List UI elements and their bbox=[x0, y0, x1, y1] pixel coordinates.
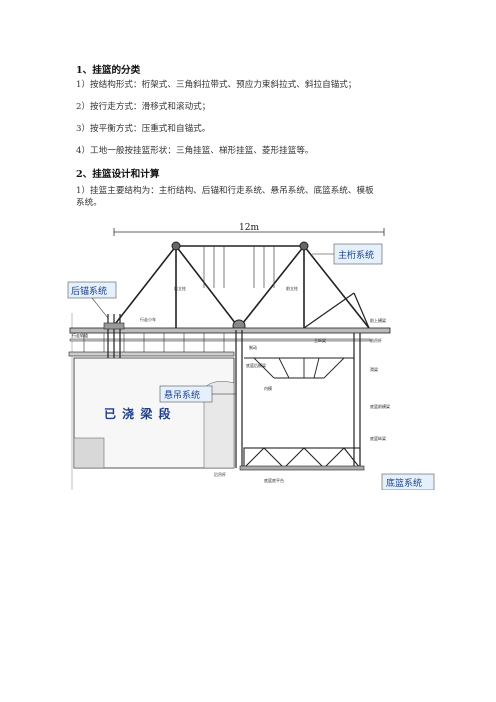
hanging-basket-structure-diagram: 12m 后立柱 前立柱 bbox=[64, 218, 436, 491]
callout-rear-anchor-label: 后锚系统 bbox=[71, 285, 107, 297]
design-body-line-2: 系统。 bbox=[76, 198, 102, 208]
truss-node-right bbox=[299, 241, 309, 251]
callout-bottom-basket-label: 底篮系统 bbox=[386, 477, 422, 489]
design-body-line-1: 1）挂篮主要结构为：主桁结构、后锚和行走系统、悬吊系统、底篮系统、模板 bbox=[76, 186, 374, 196]
rear-anchor-block bbox=[103, 322, 125, 330]
classification-item-1: 1）按结构形式：桁架式、三角斜拉带式、预应力束斜拉式、斜拉自锚式； bbox=[76, 80, 357, 90]
classification-item-3: 3）按平衡方式：压重式和自锚式。 bbox=[76, 124, 211, 134]
label-walk-track: 行走轨道 bbox=[72, 332, 88, 338]
label-front-hanger: 前吊杆 bbox=[370, 337, 382, 343]
mold-system bbox=[244, 357, 354, 379]
walk-track bbox=[69, 338, 371, 342]
label-support: 制动 bbox=[249, 344, 257, 350]
label-bottom-platform: 底篮底平台 bbox=[264, 477, 284, 483]
label-front-post: 前立柱 bbox=[286, 285, 298, 291]
truss-node-left bbox=[171, 241, 181, 251]
classification-item-2: 2）按行走方式：滑移式和滚动式； bbox=[76, 102, 211, 112]
label-rear-post: 后立柱 bbox=[174, 285, 186, 291]
dimension-label: 12m bbox=[239, 223, 259, 233]
callout-bottom-basket: 底篮系统 bbox=[381, 473, 435, 491]
label-main-beam: 主纵梁 bbox=[314, 337, 326, 343]
label-bottom-longitudinal: 底篮纵梁 bbox=[370, 435, 386, 441]
section-heading-design: 2、挂篮设计和计算 bbox=[76, 169, 160, 180]
classification-item-4: 4）工地一般按挂篮形状：三角挂篮、梯形挂篮、菱形挂篮等。 bbox=[76, 146, 314, 156]
label-bottom-rear: 底篮后横梁 bbox=[246, 362, 266, 368]
label-inner-mold: 内模 bbox=[264, 385, 272, 391]
callout-main-truss: 主桁系统 bbox=[312, 243, 383, 265]
main-longitudinal-beam bbox=[69, 327, 391, 334]
label-bottom-front-cross: 底篮前横梁 bbox=[370, 403, 390, 409]
callout-main-truss-label: 主桁系统 bbox=[338, 249, 374, 261]
callout-suspension: 悬吊系统 bbox=[159, 385, 236, 403]
cast-segment-label: 已 浇 梁 段 bbox=[104, 406, 172, 421]
callout-suspension-label: 悬吊系统 bbox=[164, 389, 200, 401]
label-walk-trolley: 行走小车 bbox=[140, 316, 156, 322]
label-slide-beam: 滑梁 bbox=[370, 366, 378, 372]
callout-rear-anchor: 后锚系统 bbox=[67, 281, 117, 319]
section-heading-classification: 1、挂篮的分类 bbox=[76, 65, 141, 76]
label-rear-hanger: 后吊杆 bbox=[214, 471, 226, 477]
label-front-beam: 前上横梁 bbox=[370, 317, 386, 323]
cast-beam-segment bbox=[73, 357, 235, 469]
